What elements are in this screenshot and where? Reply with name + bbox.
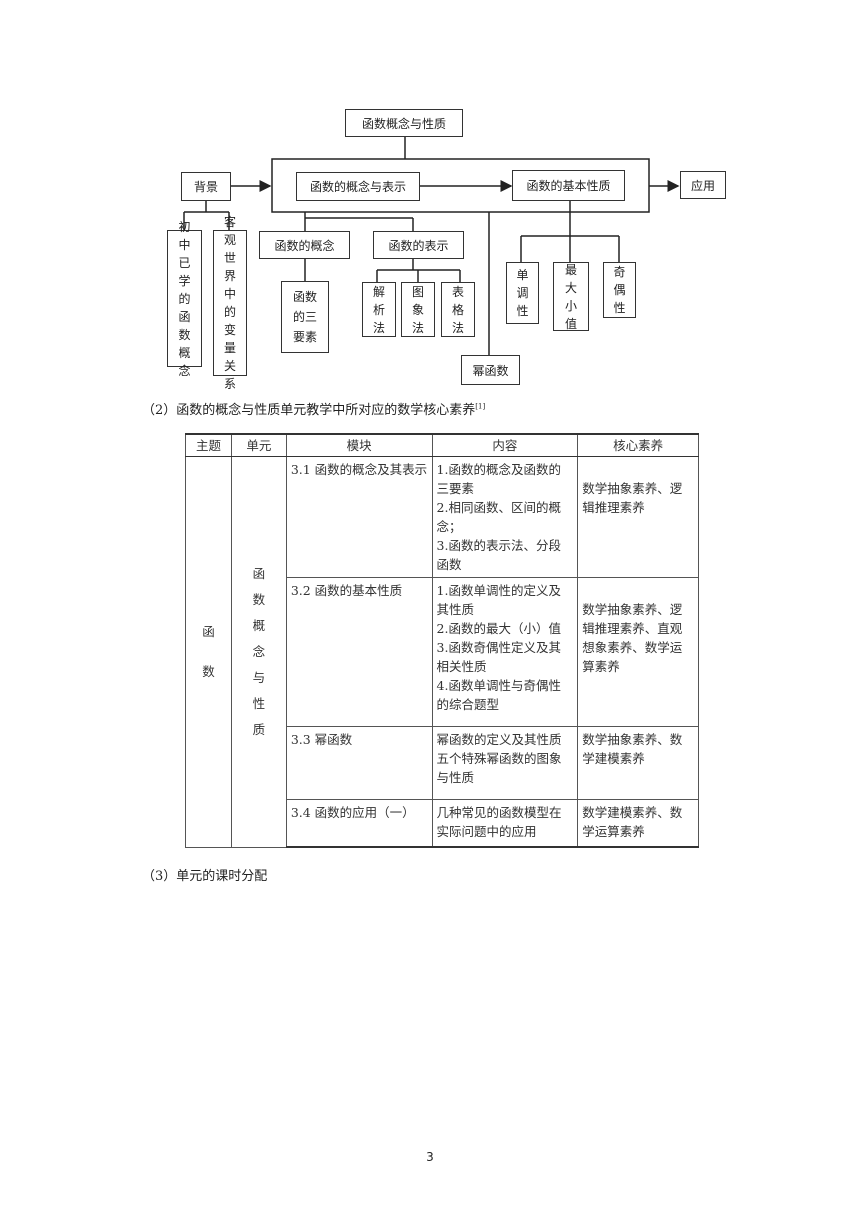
module-cell: 3.3 幂函数 (285, 726, 433, 800)
content-cell: 幂函数的定义及其性质 五个特殊幂函数的图象与性质 (431, 726, 579, 800)
table-header: 模块 (285, 433, 433, 457)
diagram-graph: 图象法 (401, 282, 435, 337)
module-cell: 3.2 函数的基本性质 (285, 577, 433, 727)
module-cell: 3.1 函数的概念及其表示 (285, 456, 433, 578)
diagram-root: 函数概念与性质 (345, 109, 463, 137)
literacy-cell: 数学抽象素养、逻辑推理素养 (577, 456, 699, 578)
table-header-row: 主题 单元 模块 内容 核心素养 (185, 433, 699, 457)
diagram-monotonic: 单调性 (506, 262, 539, 324)
content-cell: 几种常见的函数模型在实际问题中的应用 (431, 799, 579, 848)
diagram-concept: 函数的概念 (259, 231, 350, 259)
diagram-representation: 函数的表示 (373, 231, 464, 259)
diagram-background: 背景 (181, 172, 231, 201)
table-row: 3.2 函数的基本性质 1.函数单调性的定义及其性质 2.函数的最大（小）值 3… (186, 577, 699, 727)
table-row: 3.3 幂函数 幂函数的定义及其性质 五个特殊幂函数的图象与性质 数学抽象素养、… (186, 726, 699, 800)
topic-cell: 函数 (185, 456, 232, 848)
unit-cell: 函数概念与性质 (230, 456, 287, 848)
diagram-power-func: 幂函数 (461, 355, 520, 385)
diagram-concept-repr: 函数的概念与表示 (296, 172, 420, 201)
literacy-cell: 数学抽象素养、逻辑推理素养、直观想象素养、数学运算素养 (577, 577, 699, 727)
table-header: 核心素养 (577, 433, 699, 457)
table-header: 单元 (230, 433, 287, 457)
page-number: 3 (426, 1150, 434, 1164)
diagram-tabular: 表格法 (441, 282, 475, 337)
diagram-bg-item2: 客观世界中的变量关系 (213, 215, 247, 391)
table-header: 主题 (185, 433, 232, 457)
caption-lesson-allocation: （3）单元的课时分配 (142, 869, 268, 884)
diagram-analytic: 解析法 (362, 282, 396, 337)
diagram-maxmin: 最大小值 (553, 262, 589, 331)
literacy-cell: 数学建模素养、数学运算素养 (577, 799, 699, 848)
module-cell: 3.4 函数的应用（一） (285, 799, 433, 848)
literacy-table: 主题 单元 模块 内容 核心素养 函数 函数概念与性质 3.1 函数的概念及其表… (185, 433, 699, 848)
content-cell: 1.函数单调性的定义及其性质 2.函数的最大（小）值 3.函数奇偶性定义及其相关… (431, 577, 579, 727)
literacy-cell: 数学抽象素养、数学建模素养 (577, 726, 699, 800)
diagram-application: 应用 (680, 171, 726, 199)
caption-literacy: （2）函数的概念与性质单元教学中所对应的数学核心素养[1] (142, 402, 486, 418)
table-row: 3.4 函数的应用（一） 几种常见的函数模型在实际问题中的应用 数学建模素养、数… (186, 799, 699, 848)
diagram-bg-item1: 初中已学的函数概念 (167, 220, 202, 378)
diagram-three-elements: 函数的三要素 (281, 281, 329, 353)
content-cell: 1.函数的概念及函数的三要素 2.相同函数、区间的概念； 3.函数的表示法、分段… (431, 456, 579, 578)
table-header: 内容 (431, 433, 579, 457)
table-row: 函数 函数概念与性质 3.1 函数的概念及其表示 1.函数的概念及函数的三要素 … (185, 456, 699, 848)
diagram-parity: 奇偶性 (603, 262, 636, 318)
diagram-basic-props: 函数的基本性质 (512, 170, 625, 201)
diagram-connectors (183, 136, 680, 355)
